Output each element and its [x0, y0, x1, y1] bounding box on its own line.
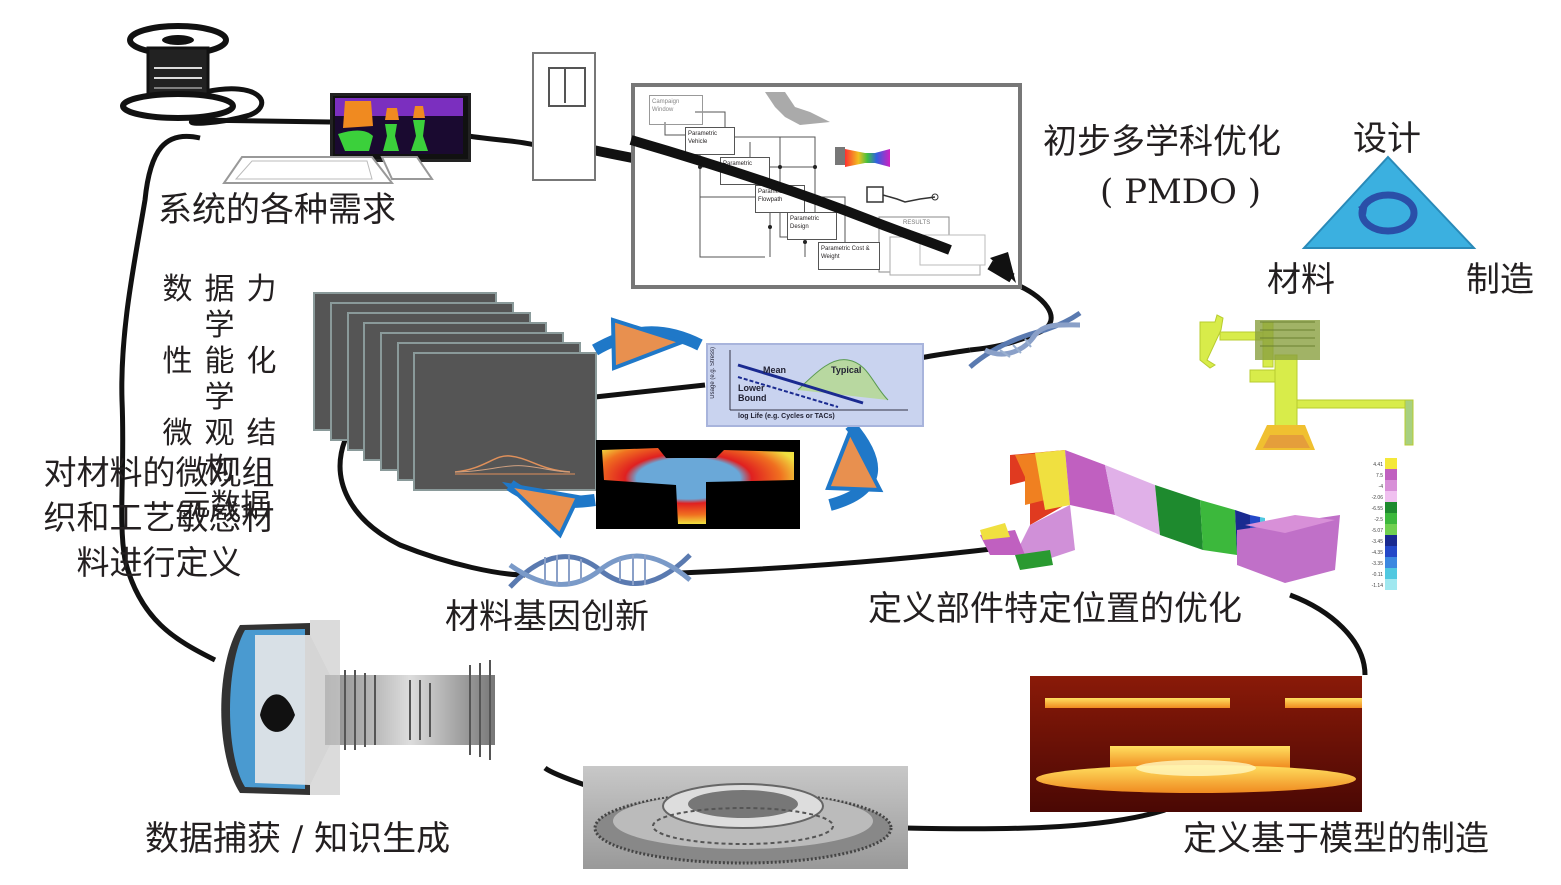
spool-cable — [189, 86, 331, 126]
metadata-line: 微观结构 — [162, 416, 289, 487]
material-definition-line: 料进行定义 — [76, 543, 242, 582]
legend-swatch — [1385, 535, 1397, 546]
life-chart-mean-label: Mean — [763, 365, 787, 375]
label-triangle-design: 设计 — [1353, 119, 1421, 159]
legend-swatch — [1385, 513, 1397, 524]
sheet-distribution-curve — [454, 455, 575, 475]
life-chart-plot — [729, 350, 908, 411]
legend-swatch — [1385, 579, 1397, 590]
cycle-ring-icon — [1358, 191, 1418, 235]
monitor-simulation-image — [335, 98, 463, 154]
label-system-requirements: 系统的各种需求 — [158, 190, 396, 230]
legend-swatch — [1385, 480, 1397, 491]
life-chart-xlabel: log Life (e.g. Cycles or TACs) — [738, 413, 835, 420]
metadata-line: 数据力学 — [162, 272, 289, 343]
life-distribution-chart: Usage (e.g. Stress) Mean Lower Bound Typ… — [706, 343, 924, 427]
computer-tower-icon — [532, 52, 596, 181]
loop-left-segment — [119, 133, 217, 663]
component-topology-image — [1199, 314, 1414, 450]
thermal-contour-image — [596, 440, 800, 529]
jet-engine-cutaway-image — [221, 620, 495, 795]
mean-curve — [737, 363, 864, 405]
flowchart-box-campaign-window: Campaign Window — [649, 95, 703, 125]
design-materials-manufacturing-triangle — [1301, 155, 1477, 249]
legend-swatch — [1385, 491, 1397, 502]
label-pmdo-abbr: ( PMDO ) — [1100, 172, 1261, 212]
fan-spinner-icon — [260, 694, 295, 732]
life-chart-typical-label: Typical — [831, 365, 862, 375]
dna-helix-top-icon — [968, 310, 1082, 369]
cycle-arrow-left-icon — [501, 481, 581, 539]
legend-swatch — [1385, 546, 1397, 557]
metadata-line: 性能化学 — [162, 344, 289, 415]
label-pmdo-title: 初步多学科优化 — [1043, 122, 1281, 162]
label-model-based-manufacturing: 定义基于模型的制造 — [1183, 819, 1489, 859]
material-definition-line: 对材料的微观组 — [43, 453, 275, 492]
label-material-genome: 材料基因创新 — [445, 597, 649, 637]
label-material-definition: 对材料的微观组 织和工艺敏感材 料进行定义 — [14, 450, 304, 585]
legend-swatch — [1385, 524, 1397, 535]
forging-thermal-image — [1030, 676, 1362, 812]
dna-helix-bottom-icon — [508, 553, 692, 589]
life-chart-lower-bound-label: Lower Bound — [738, 383, 767, 403]
label-metadata-block: 数据力学 性能化学 微观结构 元数据 — [148, 272, 303, 524]
turbine-disk-image — [583, 766, 908, 869]
label-triangle-manufacturing: 制造 — [1466, 260, 1534, 300]
legend-swatch — [1385, 502, 1397, 513]
label-location-optimization: 定义部件特定位置的优化 — [868, 589, 1242, 629]
contour-legend-scale — [1385, 458, 1397, 590]
lower-bound-curve — [737, 376, 839, 408]
location-optimization-contour — [980, 450, 1340, 583]
cycle-arrow-down-icon — [825, 427, 884, 493]
label-data-capture: 数据捕获 / 知识生成 — [145, 819, 451, 859]
legend-swatch — [1385, 557, 1397, 568]
keyboard-icon — [222, 156, 434, 184]
legend-swatch — [1385, 568, 1397, 579]
legend-swatch — [1385, 469, 1397, 480]
life-chart-ylabel: Usage (e.g. Stress) — [710, 347, 716, 399]
computer-monitor — [330, 93, 471, 162]
label-triangle-materials: 材料 — [1267, 260, 1335, 300]
material-definition-line: 织和工艺敏感材 — [43, 498, 275, 537]
cable-spool-icon — [120, 23, 236, 121]
legend-swatch — [1385, 458, 1397, 469]
metadata-line: 元数据 — [180, 488, 271, 523]
cycle-arrow-right-icon — [610, 317, 689, 371]
